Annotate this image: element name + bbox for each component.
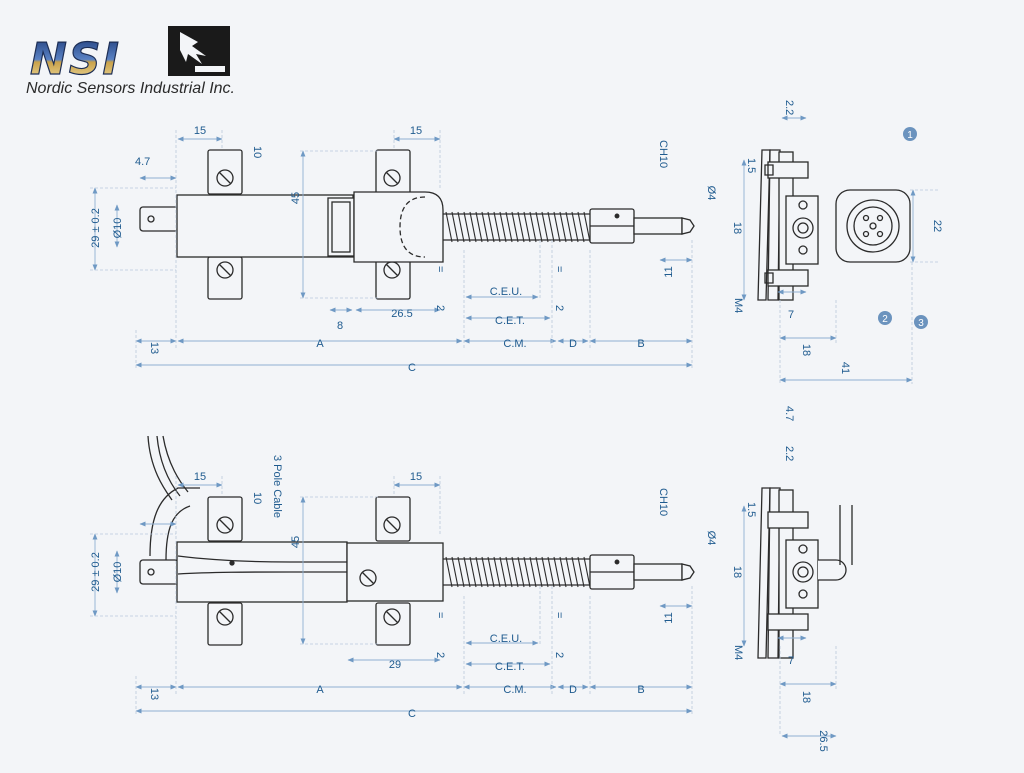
dim-top-eq-a: = (434, 266, 446, 272)
svg-text:1: 1 (907, 130, 913, 141)
dimension-lines (92, 115, 916, 739)
dim-bside-26.5: 26.5 (817, 730, 829, 751)
dim-bside-18b: 18 (800, 691, 812, 703)
dim-bot-29: 29 ± 0.2 (90, 552, 102, 592)
dim-top-ceu: C.E.U. (490, 286, 522, 298)
dim-top-cm: C.M. (503, 338, 526, 350)
dim-bot-2b: 2 (553, 652, 565, 658)
pin-badge-2: 2 (878, 311, 892, 325)
top-side-labels: 2.2 1.5 18 M4 7 18 41 22 1 2 3 (731, 100, 943, 374)
dim-bot-cet: C.E.T. (495, 661, 525, 673)
dim-bot-B: B (637, 684, 644, 696)
dim-side-m4: M4 (732, 298, 744, 313)
dim-top-10: 10 (251, 146, 263, 158)
dim-bot-A: A (316, 684, 324, 696)
dim-bot-cm: C.M. (503, 684, 526, 696)
pin-badge-3: 3 (914, 315, 928, 329)
company-logo: NSI Nordic Sensors Industrial Inc. (26, 26, 235, 97)
sensor-body (176, 194, 354, 258)
dim-bot-15b: 15 (410, 471, 422, 483)
dim-top-15b: 15 (410, 125, 422, 137)
viking-emblem-icon (180, 32, 206, 64)
mounting-clamp (207, 149, 243, 195)
dim-bot-cable: 3 Pole Cable (271, 455, 283, 518)
mounting-clamp (375, 149, 411, 195)
dim-top-D: D (569, 338, 577, 350)
dim-bot-C: C (408, 708, 416, 720)
sensor-head (346, 542, 444, 602)
dim-bot-2a: 2 (434, 652, 446, 658)
dim-top-13: 13 (148, 342, 160, 354)
dim-side-22: 22 (931, 220, 943, 232)
bottom-view-labels: 15 15 10 3 Pole Cable 45 29 ± 0.2 Ø10 CH… (90, 455, 717, 720)
dim-side-1.5: 1.5 (745, 158, 757, 173)
dim-top-C: C (408, 362, 416, 374)
top-side-view (757, 149, 911, 301)
dim-bot-11: 11 (663, 612, 675, 623)
dim-top-8: 8 (337, 320, 343, 332)
dim-top-2a: 2 (434, 305, 446, 311)
dim-top-d10: Ø10 (112, 218, 124, 239)
dim-bside-18a: 18 (731, 566, 743, 578)
dim-top-29: 29 ± 0.2 (90, 208, 102, 248)
dim-top-4.7: 4.7 (135, 156, 150, 168)
dim-bot-eq-b: = (553, 612, 565, 618)
dim-bot-d4: Ø4 (705, 531, 717, 546)
dim-top-26.5: 26.5 (391, 308, 412, 320)
dim-side-18b: 18 (800, 344, 812, 356)
extension-lines (90, 130, 940, 735)
dim-side-18a: 18 (731, 222, 743, 234)
dim-top-45: 45 (290, 192, 302, 204)
dim-bside-m4: M4 (732, 645, 744, 660)
dim-bside-4.7: 4.7 (783, 406, 795, 421)
dim-top-A: A (316, 338, 324, 350)
sensor-head (353, 191, 444, 263)
dim-bot-45: 45 (290, 536, 302, 548)
dim-top-ch10: CH10 (657, 140, 669, 168)
pin-badge-1: 1 (903, 127, 917, 141)
dim-top-d4: Ø4 (705, 186, 717, 201)
bottom-side-labels: 4.7 2.2 1.5 18 M4 7 18 26.5 (731, 406, 829, 752)
dim-side-7: 7 (788, 309, 794, 321)
dim-bside-1.5: 1.5 (745, 502, 757, 517)
dim-top-15a: 15 (194, 125, 206, 137)
dim-bside-2.2: 2.2 (783, 446, 795, 461)
dim-bside-7: 7 (788, 655, 794, 667)
dim-bot-eq-a: = (434, 612, 446, 618)
top-main-view (139, 149, 695, 300)
dim-bot-ceu: C.E.U. (490, 633, 522, 645)
dim-top-2b: 2 (553, 305, 565, 311)
dim-bot-13: 13 (148, 688, 160, 700)
bottom-main-view (139, 435, 695, 646)
dim-bot-D: D (569, 684, 577, 696)
dim-bot-10: 10 (251, 492, 263, 504)
dim-side-2.2: 2.2 (783, 100, 795, 115)
bottom-side-view (757, 487, 853, 659)
top-view-labels: 15 15 10 4.7 45 29 ± 0.2 Ø10 CH10 Ø4 11 … (90, 125, 717, 374)
dim-top-eq-b: = (553, 266, 565, 272)
dim-top-cet: C.E.T. (495, 315, 525, 327)
logo-mark: NSI (30, 34, 121, 85)
dim-top-B: B (637, 338, 644, 350)
dim-bot-15a: 15 (194, 471, 206, 483)
svg-text:3: 3 (918, 318, 924, 329)
dim-bot-d10: Ø10 (112, 562, 124, 583)
svg-text:2: 2 (882, 314, 888, 325)
company-name: Nordic Sensors Industrial Inc. (26, 80, 235, 97)
dim-bot-29w: 29 (389, 659, 401, 671)
dim-side-41: 41 (839, 362, 851, 374)
dim-top-11: 11 (663, 266, 675, 277)
dim-bot-ch10: CH10 (657, 488, 669, 516)
